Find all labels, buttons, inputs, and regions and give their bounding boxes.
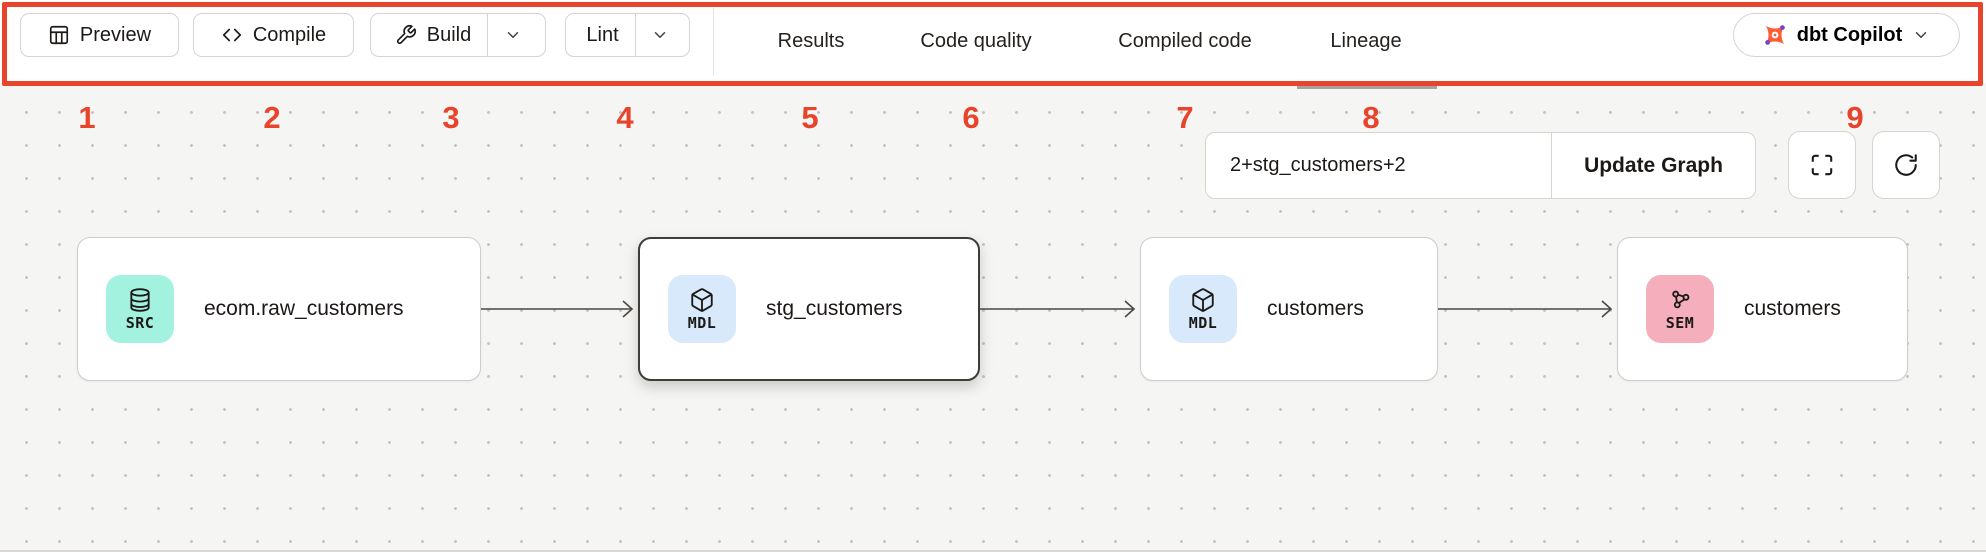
tab-lineage[interactable]: Lineage <box>1330 0 1401 83</box>
semantic-badge: SEM <box>1646 275 1714 343</box>
annotation-number-3: 3 <box>442 100 460 135</box>
active-tab-indicator <box>1297 84 1437 89</box>
annotation-number-1: 1 <box>78 100 96 135</box>
fullscreen-icon <box>1809 152 1835 178</box>
build-button[interactable]: Build <box>379 14 487 56</box>
dbt-copilot-button[interactable]: dbt Copilot <box>1733 13 1960 57</box>
build-dropdown-button[interactable] <box>487 14 537 56</box>
badge-label: MDL <box>687 313 717 332</box>
tab-code-quality[interactable]: Code quality <box>920 0 1031 83</box>
source-badge: SRC <box>106 275 174 343</box>
tab-results-label: Results <box>777 30 845 52</box>
refresh-button[interactable] <box>1872 131 1940 199</box>
annotation-number-2: 2 <box>263 100 281 135</box>
tab-compiled-code[interactable]: Compiled code <box>1118 0 1251 83</box>
fullscreen-button[interactable] <box>1788 131 1856 199</box>
lineage-node-customers-semantic[interactable]: SEM customers <box>1617 237 1908 381</box>
lint-split-button: Lint <box>565 13 690 57</box>
annotation-number-5: 5 <box>801 100 819 135</box>
refresh-icon <box>1893 152 1919 178</box>
badge-label: MDL <box>1188 313 1218 332</box>
annotation-number-8: 8 <box>1362 100 1380 135</box>
chevron-down-icon <box>1912 26 1930 44</box>
chevron-down-icon <box>504 26 522 44</box>
badge-label: SEM <box>1665 313 1695 332</box>
lineage-selector-input[interactable] <box>1206 133 1551 198</box>
build-button-label: Build <box>426 23 472 46</box>
build-split-button: Build <box>370 13 546 57</box>
annotation-number-7: 7 <box>1176 100 1194 135</box>
cube-icon <box>689 287 715 313</box>
code-icon <box>221 24 243 46</box>
tab-lineage-label: Lineage <box>1330 30 1402 52</box>
compile-button[interactable]: Compile <box>193 13 354 57</box>
dbt-copilot-label: dbt Copilot <box>1796 23 1903 46</box>
preview-button-label: Preview <box>79 23 152 46</box>
annotation-number-9: 9 <box>1846 100 1864 135</box>
lineage-selector-group: Update Graph <box>1205 132 1756 199</box>
dbt-logo-icon <box>1763 23 1787 47</box>
table-icon <box>48 24 70 46</box>
lineage-node-source-raw-customers[interactable]: SRC ecom.raw_customers <box>77 237 481 381</box>
lineage-node-stg-customers[interactable]: MDL stg_customers <box>638 237 980 381</box>
wrench-icon <box>395 24 417 46</box>
annotation-number-4: 4 <box>616 100 634 135</box>
tab-code-quality-label: Code quality <box>920 30 1032 52</box>
node-name: stg_customers <box>766 297 903 320</box>
model-badge: MDL <box>1169 275 1237 343</box>
editor-toolbar: Preview Compile Build <box>0 0 1986 89</box>
lineage-node-customers-model[interactable]: MDL customers <box>1140 237 1438 381</box>
badge-label: SRC <box>125 313 155 332</box>
compile-button-label: Compile <box>252 23 327 46</box>
tab-compiled-code-label: Compiled code <box>1118 30 1252 52</box>
preview-button[interactable]: Preview <box>20 13 179 57</box>
chevron-down-icon <box>651 26 669 44</box>
lint-button-label: Lint <box>586 23 619 46</box>
semantic-model-icon <box>1667 287 1693 313</box>
lint-dropdown-button[interactable] <box>634 14 685 56</box>
node-name: ecom.raw_customers <box>204 297 404 320</box>
toolbar-divider <box>713 8 714 76</box>
lint-button[interactable]: Lint <box>570 14 634 56</box>
database-icon <box>127 287 153 313</box>
tab-results[interactable]: Results <box>778 0 845 83</box>
update-graph-button[interactable]: Update Graph <box>1551 133 1755 198</box>
cube-icon <box>1190 287 1216 313</box>
node-name: customers <box>1744 297 1841 320</box>
annotation-number-6: 6 <box>962 100 980 135</box>
node-name: customers <box>1267 297 1364 320</box>
model-badge: MDL <box>668 275 736 343</box>
